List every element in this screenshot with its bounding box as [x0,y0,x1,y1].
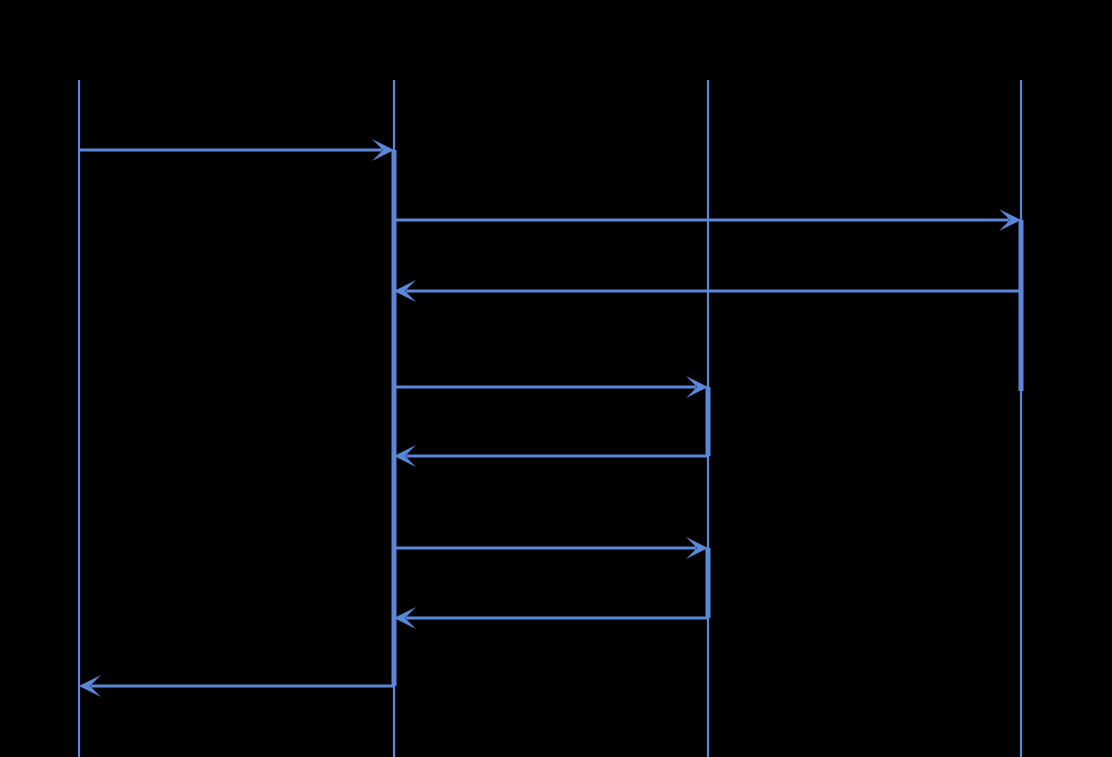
message-arrowhead-m3 [394,280,416,302]
message-arrowhead-m7 [394,607,416,629]
message-arrowhead-m4 [686,376,708,398]
message-m3[interactable] [394,280,1021,302]
message-m7[interactable] [394,607,708,629]
message-m4[interactable] [394,376,708,398]
message-arrowhead-m5 [394,445,416,467]
messages-group [79,139,1021,697]
activation-bars-group [391,150,1024,686]
message-arrowhead-m2 [999,209,1021,231]
message-m5[interactable] [394,445,708,467]
message-arrowhead-m6 [686,537,708,559]
message-m6[interactable] [394,537,708,559]
message-m1[interactable] [79,139,394,161]
message-m8[interactable] [79,675,394,697]
lifelines-group [77,80,1023,757]
message-arrowhead-m1 [372,139,394,161]
message-m2[interactable] [394,209,1021,231]
message-arrowhead-m8 [79,675,101,697]
